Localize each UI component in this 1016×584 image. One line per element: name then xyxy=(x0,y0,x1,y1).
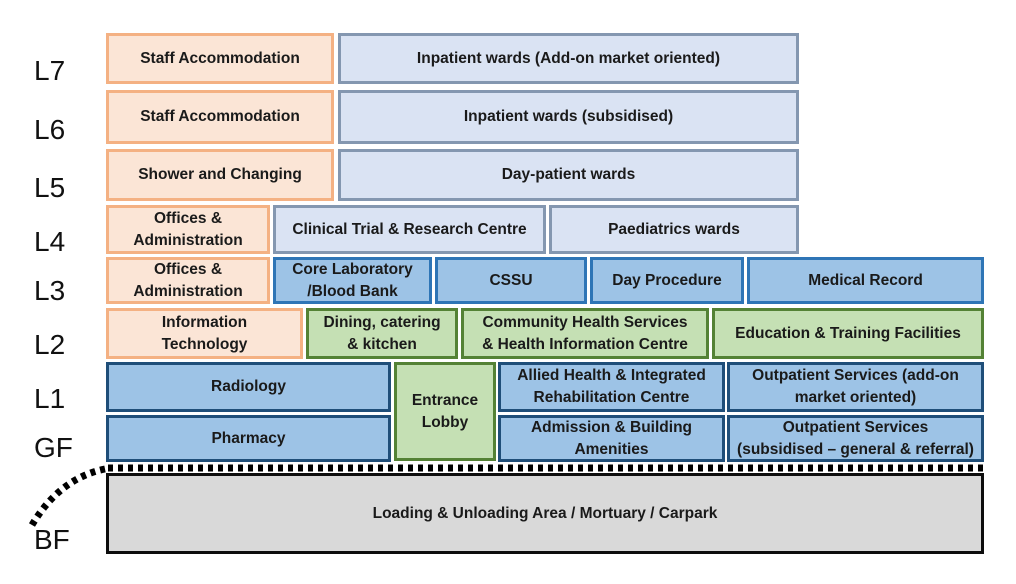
level-label-bf: BF xyxy=(34,524,70,555)
l3-offices-administration: Offices &Administration xyxy=(106,257,270,304)
l3-day-procedure: Day Procedure xyxy=(590,257,744,304)
l4-paediatrics-wards: Paediatrics wards xyxy=(549,205,799,254)
l4-clinical-trial-research: Clinical Trial & Research Centre xyxy=(273,205,546,254)
gf-pharmacy: Pharmacy xyxy=(106,415,391,462)
l1-radiology: Radiology xyxy=(106,362,391,412)
l7-staff-accommodation: Staff Accommodation xyxy=(106,33,334,84)
level-label-l7: L7 xyxy=(34,55,66,86)
l6-inpatient-wards: Inpatient wards (subsidised) xyxy=(338,90,799,144)
gf-outpatient-services: Outpatient Services(subsidised – general… xyxy=(727,415,984,462)
level-label-l1: L1 xyxy=(34,383,66,414)
l2-education-training: Education & Training Facilities xyxy=(712,308,984,359)
l3-cssu: CSSU xyxy=(435,257,587,304)
l4-offices-administration: Offices &Administration xyxy=(106,205,270,254)
level-label-l3: L3 xyxy=(34,275,66,306)
l5-shower-changing: Shower and Changing xyxy=(106,149,334,201)
l3-core-laboratory: Core Laboratory/Blood Bank xyxy=(273,257,432,304)
level-label-gf: GF xyxy=(34,432,73,463)
level-label-l6: L6 xyxy=(34,114,66,145)
l3-medical-record: Medical Record xyxy=(747,257,984,304)
level-label-l5: L5 xyxy=(34,172,66,203)
l2-community-health-services: Community Health Services& Health Inform… xyxy=(461,308,709,359)
l6-staff-accommodation: Staff Accommodation xyxy=(106,90,334,144)
ground-line-slope xyxy=(28,465,106,527)
l2-dining-catering-kitchen: Dining, catering& kitchen xyxy=(306,308,458,359)
level-label-l2: L2 xyxy=(34,329,66,360)
level-label-l4: L4 xyxy=(34,226,66,257)
l7-inpatient-wards: Inpatient wards (Add-on market oriented) xyxy=(338,33,799,84)
bf-loading-mortuary-carpark: Loading & Unloading Area / Mortuary / Ca… xyxy=(106,473,984,554)
l5-day-patient-wards: Day-patient wards xyxy=(338,149,799,201)
